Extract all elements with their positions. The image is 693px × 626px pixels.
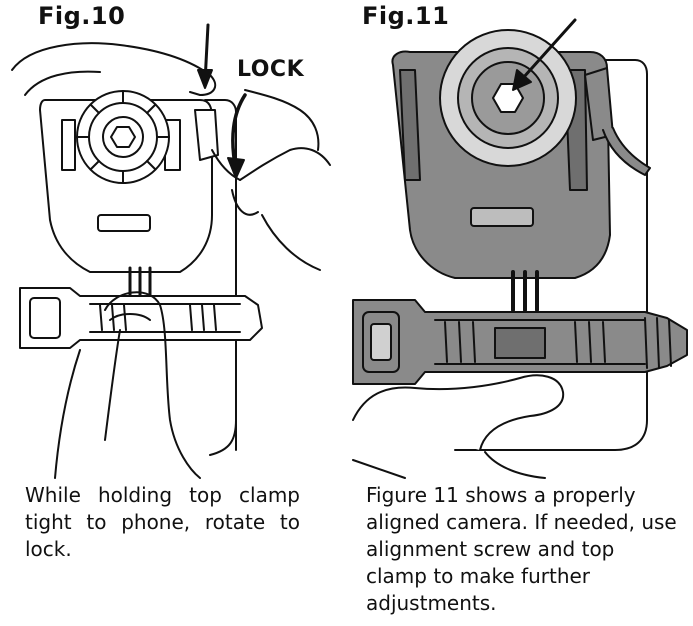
figure-10-illustration: [11, 23, 331, 479]
figure-10-label: Fig.10: [38, 2, 126, 30]
top-hand-icon: [11, 42, 217, 96]
pointer-arrow-icon: [521, 18, 577, 80]
bottom-clamp: [19, 287, 263, 349]
figure-11-caption: Figure 11 shows a properly aligned camer…: [366, 483, 677, 615]
right-hand-icon: [231, 147, 331, 271]
bottom-hand-icon: [352, 374, 565, 479]
figure-11-label: Fig.11: [362, 2, 450, 30]
lock-callout-label: LOCK: [237, 57, 305, 82]
bottom-hand-icon: [54, 291, 201, 479]
figure-11-illustration: [352, 18, 688, 479]
figure-10-caption: While holding top clamp tight to phone, …: [25, 483, 300, 561]
phone-outline: [454, 59, 648, 451]
